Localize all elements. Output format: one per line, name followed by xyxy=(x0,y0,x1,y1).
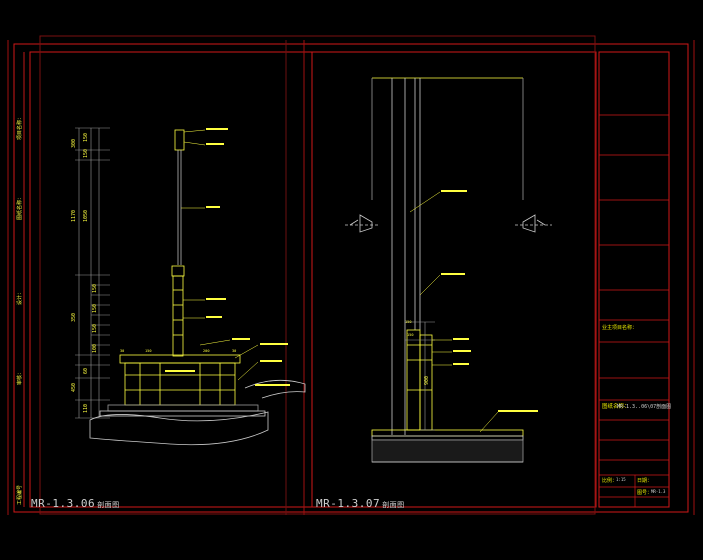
left-bottom-dim: 30 xyxy=(232,349,237,353)
right-view-suffix: 剖面图 xyxy=(382,501,405,509)
left-dim-label: 1170 xyxy=(71,209,77,222)
left-dim-label: 150 xyxy=(83,148,89,158)
left-bottom-dim: 150 xyxy=(145,349,152,353)
margin-label-design: 设计： xyxy=(17,289,23,305)
left-dim-label: 100 xyxy=(92,343,98,353)
tb-sheet-label: 图号： xyxy=(637,490,653,496)
left-bottom-dim: 200 xyxy=(203,349,210,353)
left-view-code: MR-1.3.06 xyxy=(31,497,96,510)
left-dim-label: 60 xyxy=(83,367,89,374)
right-annotations xyxy=(409,191,499,433)
left-dim-label: 150 xyxy=(92,303,98,313)
sheet-frames xyxy=(7,35,695,515)
tb-drawing-name: MR-1.3..06\07剖面图 xyxy=(617,404,672,410)
left-bench xyxy=(89,354,306,446)
tb-drawing-label: 图纸名称： xyxy=(602,404,630,410)
right-wall-section xyxy=(345,77,552,463)
title-block-grid xyxy=(599,114,669,507)
left-view-suffix: 剖面图 xyxy=(97,501,120,509)
margin-label-project: 项目名称： xyxy=(17,114,23,140)
left-dim-label: 450 xyxy=(71,382,77,392)
left-dim-label: 150 xyxy=(92,323,98,333)
margin-label-number: 工程编号 xyxy=(17,484,23,505)
right-dim: 150 xyxy=(407,333,414,337)
left-dim-label: 110 xyxy=(83,403,89,413)
tb-scale-value: 1:15 xyxy=(616,477,626,482)
left-annotations xyxy=(181,129,259,381)
left-dim-label: 150 xyxy=(83,132,89,142)
margin-label-review: 审核： xyxy=(17,369,23,385)
right-dimension-chain xyxy=(405,321,435,431)
tb-project-label: 业主项目名称： xyxy=(602,325,638,331)
right-view-code: MR-1.3.07 xyxy=(316,497,381,510)
left-dim-label: 350 xyxy=(71,312,77,322)
left-railing xyxy=(171,129,185,357)
left-dim-label: 300 xyxy=(71,138,77,148)
tb-date-label: 日期： xyxy=(637,478,653,484)
left-annotation-text-bars xyxy=(165,128,290,386)
left-dim-label: 1050 xyxy=(83,209,89,222)
right-dim: 150 xyxy=(405,320,412,324)
tb-sheet-no: MR-1.3 xyxy=(651,489,666,494)
left-bottom-dim: 30 xyxy=(120,349,125,353)
right-annotation-text-bars xyxy=(441,190,538,412)
margin-label-drawing: 图纸名称： xyxy=(17,194,23,220)
left-dimension-chain xyxy=(75,127,110,419)
tb-scale-label: 比例： xyxy=(602,478,618,484)
right-dim: 900 xyxy=(424,375,430,385)
left-dim-label: 150 xyxy=(92,283,98,293)
